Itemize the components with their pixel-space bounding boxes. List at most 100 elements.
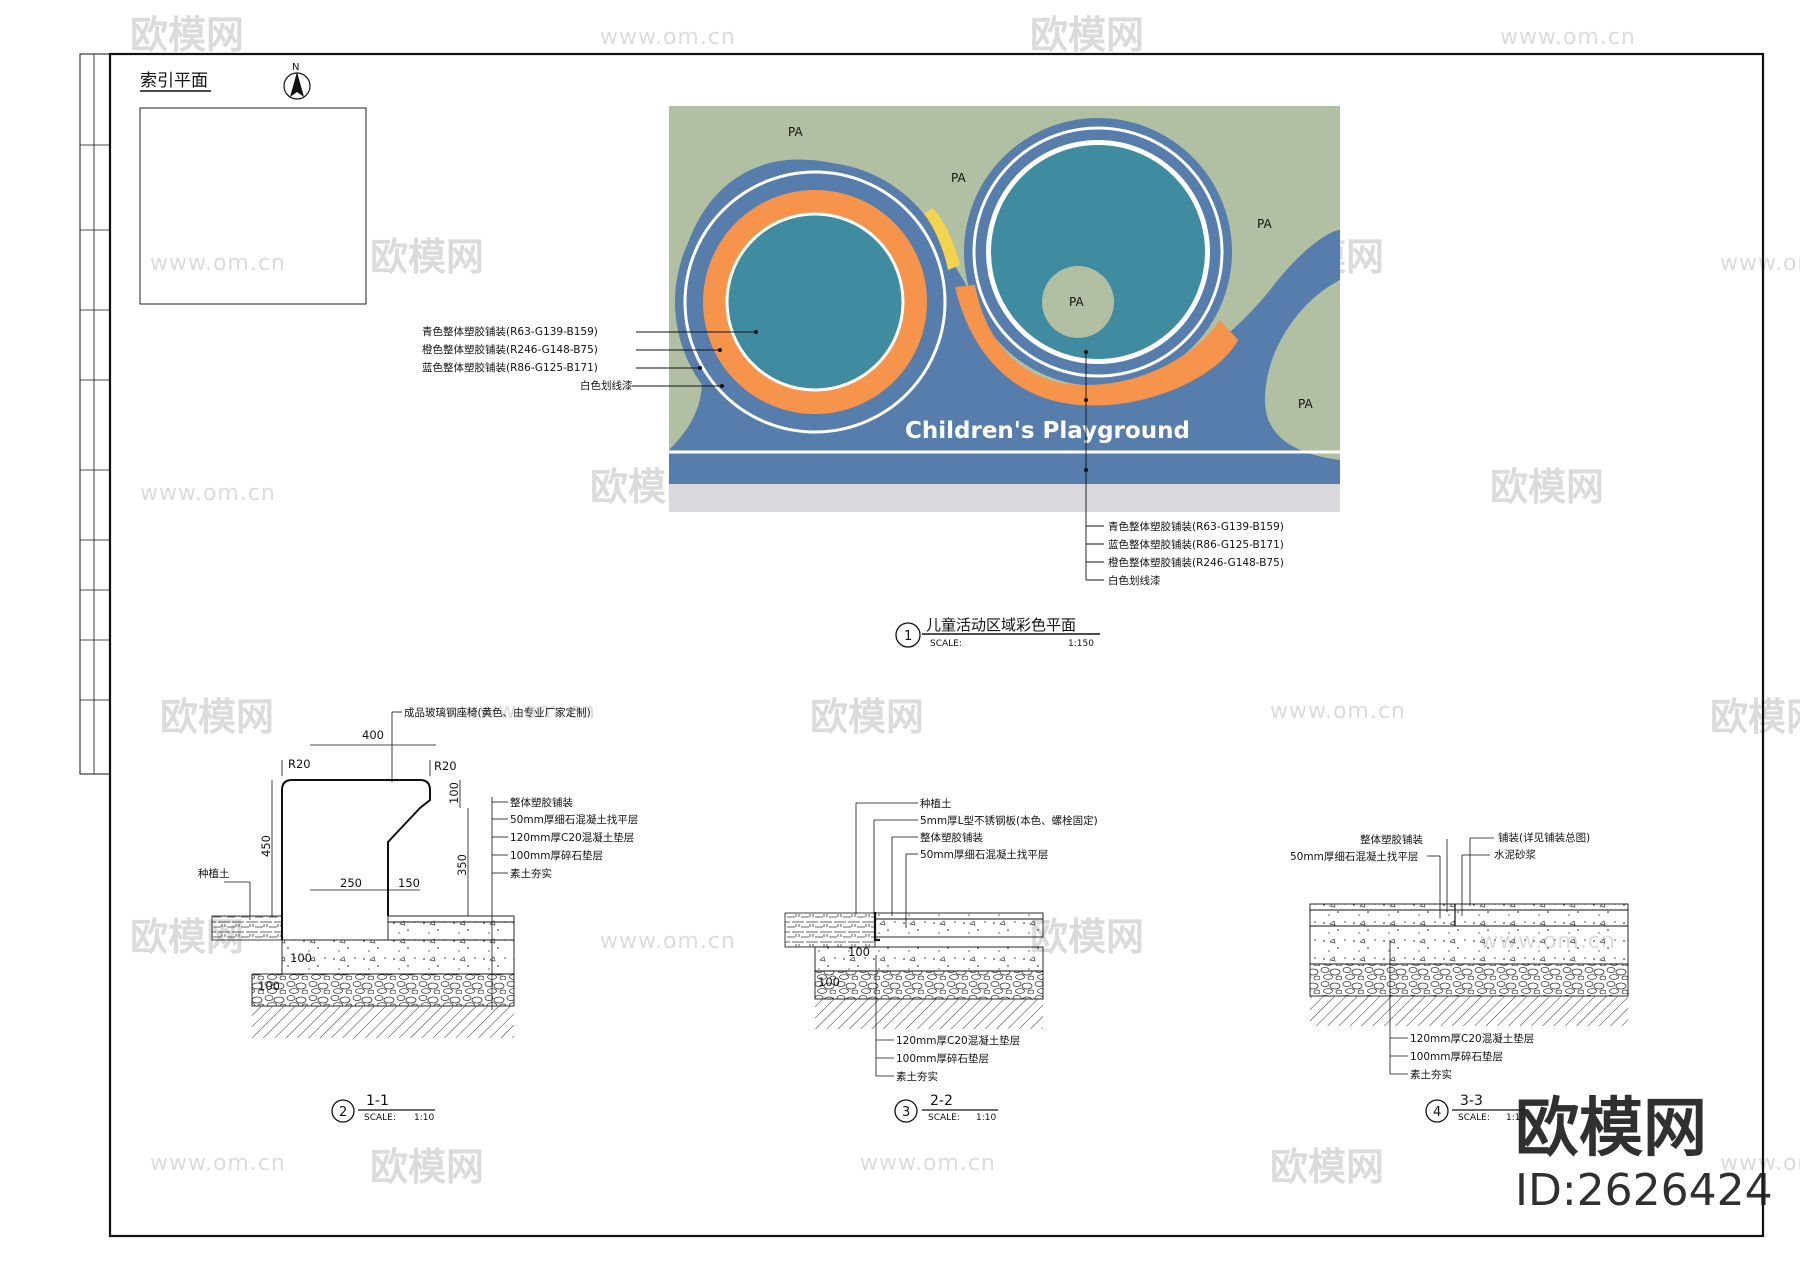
playground-text: Children's Playground bbox=[905, 418, 1190, 444]
north-arrow-icon: N bbox=[283, 62, 311, 100]
svg-text:ID:2626424: ID:2626424 bbox=[1515, 1165, 1773, 1216]
section-1-1: 400 R20 R20 450 100 350 250 150 100 100 … bbox=[198, 706, 638, 1123]
svg-text:种植土: 种植土 bbox=[198, 867, 230, 880]
svg-text:素土夯实: 素土夯实 bbox=[896, 1070, 938, 1083]
svg-text:100: 100 bbox=[818, 975, 840, 989]
pa-label: PA bbox=[1257, 217, 1272, 231]
watermark-text: 欧模网 bbox=[1270, 1145, 1384, 1189]
plan-teal-pool-left bbox=[725, 212, 905, 392]
svg-text:50mm厚细石混凝土找平层: 50mm厚细石混凝土找平层 bbox=[1290, 850, 1418, 863]
svg-text:120mm厚C20混凝土垫层: 120mm厚C20混凝土垫层 bbox=[896, 1034, 1020, 1047]
svg-text:1: 1 bbox=[904, 629, 912, 644]
svg-text:3: 3 bbox=[902, 1105, 910, 1120]
svg-text:50mm厚细石混凝土找平层: 50mm厚细石混凝土找平层 bbox=[920, 848, 1048, 861]
brand-watermark: 欧模网 ID:2626424 bbox=[1515, 1092, 1773, 1216]
svg-text:R20: R20 bbox=[288, 757, 311, 771]
plan-yellow-patch bbox=[924, 208, 960, 270]
svg-text:120mm厚C20混凝土垫层: 120mm厚C20混凝土垫层 bbox=[1410, 1032, 1534, 1045]
watermark-text: 欧模网 bbox=[160, 695, 274, 739]
callout-white-line: 白色划线漆 bbox=[1108, 574, 1161, 587]
watermark-url: www.om.cn bbox=[600, 929, 736, 954]
svg-text:350: 350 bbox=[455, 854, 469, 876]
svg-text:SCALE:: SCALE: bbox=[930, 639, 962, 649]
svg-text:100mm厚碎石垫层: 100mm厚碎石垫层 bbox=[896, 1052, 989, 1065]
section3-title: 3-3 bbox=[1460, 1093, 1483, 1109]
svg-text:SCALE:: SCALE: bbox=[928, 1113, 960, 1123]
svg-text:水泥砂浆: 水泥砂浆 bbox=[1494, 848, 1536, 861]
watermark-url: www.om.cn bbox=[1720, 251, 1800, 276]
svg-text:素土夯实: 素土夯实 bbox=[1410, 1068, 1452, 1081]
playground-plan: Children's Playground PA PA PA PA PA 青色整… bbox=[422, 106, 1340, 649]
watermark-url: www.om.cn bbox=[460, 699, 596, 724]
pa-label: PA bbox=[788, 125, 803, 139]
index-plan: 索引平面 N bbox=[139, 62, 367, 305]
svg-text:种植土: 种植土 bbox=[920, 797, 952, 810]
svg-text:1:10: 1:10 bbox=[1506, 1113, 1526, 1123]
svg-text:100: 100 bbox=[290, 951, 312, 965]
watermark-url: www.om.cn bbox=[600, 25, 736, 50]
watermark-text: 欧模网 bbox=[130, 13, 244, 57]
svg-text:整体塑胶铺装: 整体塑胶铺装 bbox=[920, 831, 983, 844]
svg-text:铺装(详见铺装总图): 铺装(详见铺装总图) bbox=[1498, 831, 1590, 844]
svg-text:N: N bbox=[292, 62, 299, 73]
watermark-text: 欧模网 bbox=[370, 1145, 484, 1189]
title-block-strip bbox=[79, 53, 111, 775]
section2-title: 2-2 bbox=[930, 1093, 953, 1109]
svg-text:100: 100 bbox=[848, 945, 870, 959]
plan-grey-strip bbox=[669, 484, 1340, 512]
svg-text:100mm厚碎石垫层: 100mm厚碎石垫层 bbox=[1410, 1050, 1503, 1063]
watermark-text: 欧模网 bbox=[1030, 915, 1144, 959]
svg-text:素土夯实: 素土夯实 bbox=[510, 867, 552, 880]
svg-text:150: 150 bbox=[398, 876, 420, 890]
callout-teal: 青色整体塑胶铺装(R63-G139-B159) bbox=[1108, 520, 1284, 533]
svg-text:100: 100 bbox=[447, 782, 461, 804]
svg-text:整体塑胶铺装: 整体塑胶铺装 bbox=[1360, 833, 1423, 846]
watermark-url: www.om.cn bbox=[1720, 1151, 1800, 1176]
callout-orange: 橙色整体塑胶铺装(R246-G148-B75) bbox=[1108, 556, 1284, 569]
callout-blue: 蓝色整体塑胶铺装(R86-G125-B171) bbox=[422, 361, 598, 374]
svg-text:2: 2 bbox=[339, 1105, 347, 1120]
watermark-url: www.om.cn bbox=[1270, 699, 1406, 724]
callout-teal: 青色整体塑胶铺装(R63-G139-B159) bbox=[422, 325, 598, 338]
watermark-text: 欧模网 bbox=[810, 695, 924, 739]
plan-title-block: 1 儿童活动区域彩色平面 SCALE: 1:150 bbox=[895, 616, 1100, 649]
left-callouts: 青色整体塑胶铺装(R63-G139-B159) 橙色整体塑胶铺装(R246-G1… bbox=[422, 325, 758, 392]
watermark-url: www.om.cn bbox=[150, 251, 286, 276]
plan-title: 儿童活动区域彩色平面 bbox=[926, 616, 1076, 634]
svg-text:450: 450 bbox=[259, 835, 273, 857]
svg-text:欧模网: 欧模网 bbox=[1515, 1092, 1707, 1166]
right-callouts: 青色整体塑胶铺装(R63-G139-B159) 蓝色整体塑胶铺装(R86-G12… bbox=[1084, 350, 1284, 587]
plan-green-island bbox=[1042, 266, 1114, 338]
callout-white-line: 白色划线漆 bbox=[580, 379, 633, 392]
svg-text:4: 4 bbox=[1433, 1105, 1441, 1120]
svg-text:100: 100 bbox=[258, 979, 280, 993]
svg-text:SCALE:: SCALE: bbox=[1458, 1113, 1490, 1123]
pa-label: PA bbox=[1298, 397, 1313, 411]
section-2-2: 100 100 种植土 5mm厚L型不锈钢板(本色、螺栓固定) 整体塑胶铺装 5… bbox=[784, 797, 1098, 1123]
watermark-layer: 欧模网欧模网欧模网欧模网欧模网欧模网欧模网欧模网欧模网欧模网欧模网欧模网欧模网w… bbox=[130, 13, 1800, 1189]
watermark-url: www.om.cn bbox=[860, 1151, 996, 1176]
watermark-text: 欧模网 bbox=[1490, 465, 1604, 509]
section1-top-note: 成品玻璃钢座椅(黄色、由专业厂家定制) bbox=[404, 706, 591, 719]
section1-title: 1-1 bbox=[366, 1093, 389, 1109]
watermark-url: www.om.cn bbox=[150, 1151, 286, 1176]
callout-orange: 橙色整体塑胶铺装(R246-G148-B75) bbox=[422, 343, 598, 356]
svg-text:1:10: 1:10 bbox=[414, 1113, 434, 1123]
callout-blue: 蓝色整体塑胶铺装(R86-G125-B171) bbox=[1108, 538, 1284, 551]
svg-text:400: 400 bbox=[362, 728, 384, 742]
svg-text:250: 250 bbox=[340, 876, 362, 890]
svg-text:SCALE:: SCALE: bbox=[364, 1113, 396, 1123]
svg-text:1:10: 1:10 bbox=[976, 1113, 996, 1123]
svg-text:5mm厚L型不锈钢板(本色、螺栓固定): 5mm厚L型不锈钢板(本色、螺栓固定) bbox=[920, 814, 1098, 827]
svg-text:整体塑胶铺装: 整体塑胶铺装 bbox=[510, 796, 573, 809]
watermark-text: 欧模网 bbox=[1710, 695, 1800, 739]
svg-text:R20: R20 bbox=[434, 759, 457, 773]
watermark-url: www.om.cn bbox=[1500, 25, 1636, 50]
index-plan-title: 索引平面 bbox=[140, 71, 208, 91]
watermark-url: www.om.cn bbox=[140, 481, 276, 506]
svg-text:1:150: 1:150 bbox=[1068, 639, 1094, 649]
svg-text:120mm厚C20混凝土垫层: 120mm厚C20混凝土垫层 bbox=[510, 831, 634, 844]
section-3-3: 整体塑胶铺装 50mm厚细石混凝土找平层 铺装(详见铺装总图) 水泥砂浆 120… bbox=[1290, 831, 1629, 1123]
pa-label: PA bbox=[1069, 295, 1084, 309]
